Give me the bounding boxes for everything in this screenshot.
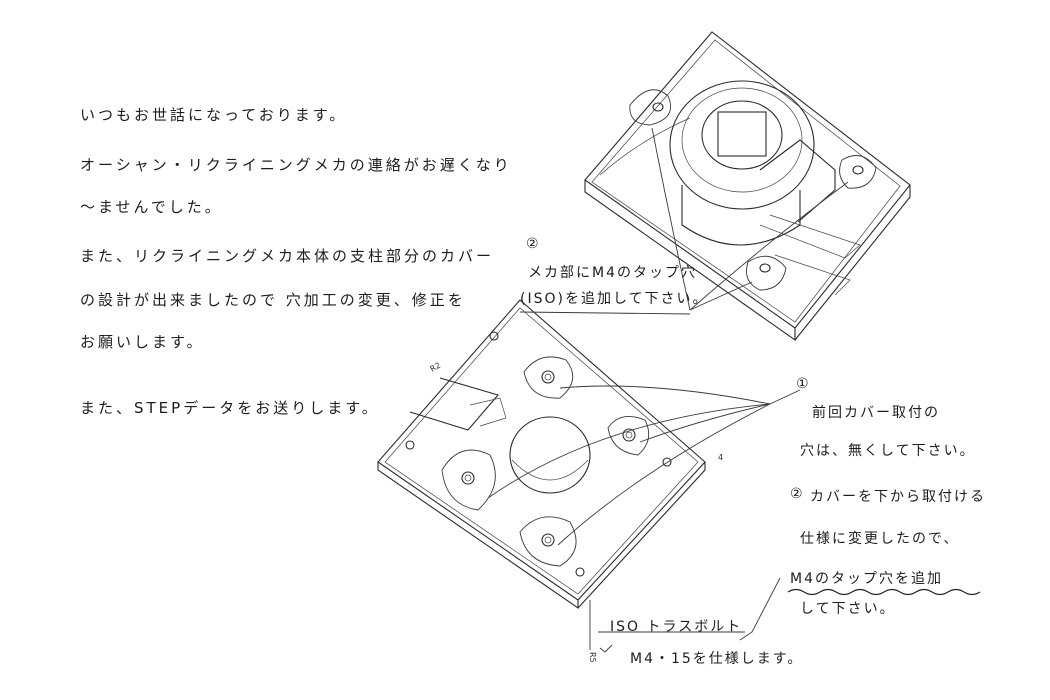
upper-hole-markups: [629, 89, 877, 291]
note-right2-number: ②: [790, 486, 804, 502]
note-upper-number: ②: [526, 236, 540, 252]
letter-line-4: また、リクライニングメカ本体の支柱部分のカバー: [80, 247, 495, 265]
note-right2-line-2: 仕様に変更したので、: [800, 531, 960, 547]
note-right2-line-4: して下さい。: [800, 601, 896, 617]
note-right1-number: ①: [796, 376, 810, 392]
letter-line-2: オーシャン・リクライニングメカの連絡がお遅くなり: [80, 156, 512, 174]
note-right2-line-1: カバーを下から取付ける: [810, 489, 986, 505]
letter-line-1: いつもお世話になっております。: [80, 106, 348, 124]
letter-line-5: の設計が出来ましたので 穴加工の変更、修正を: [80, 291, 466, 309]
lower-cover-plate: [377, 299, 706, 610]
wavy-underline: [787, 588, 981, 596]
note-right1-line-1: 前回カバー取付の: [812, 405, 940, 421]
dimension-4: 4: [718, 453, 723, 462]
note-upper-line-2: (ISO)を追加して下さい。: [520, 291, 709, 307]
dimension-r5: R5: [588, 652, 597, 663]
note-upper-line-1: メカ部にM4のタップ穴: [528, 265, 697, 281]
note-bottom-line-1: ISO トラスボルト: [610, 619, 743, 635]
note-right2-line-3: M4のタップ穴を追加: [790, 571, 943, 587]
leader-lines: [487, 127, 849, 653]
note-bottom-line-2: M4・15を仕様します。: [630, 651, 804, 667]
note-right1-line-2: 穴は、無くして下さい。: [800, 443, 976, 459]
letter-line-3: 〜ませんでした。: [80, 198, 223, 216]
letter-line-6: お願いします。: [80, 333, 205, 351]
lower-hole-markups: [441, 356, 650, 567]
letter-line-7: また、STEPデータをお送りします。: [80, 399, 380, 417]
dimension-r2: R2: [429, 361, 443, 374]
